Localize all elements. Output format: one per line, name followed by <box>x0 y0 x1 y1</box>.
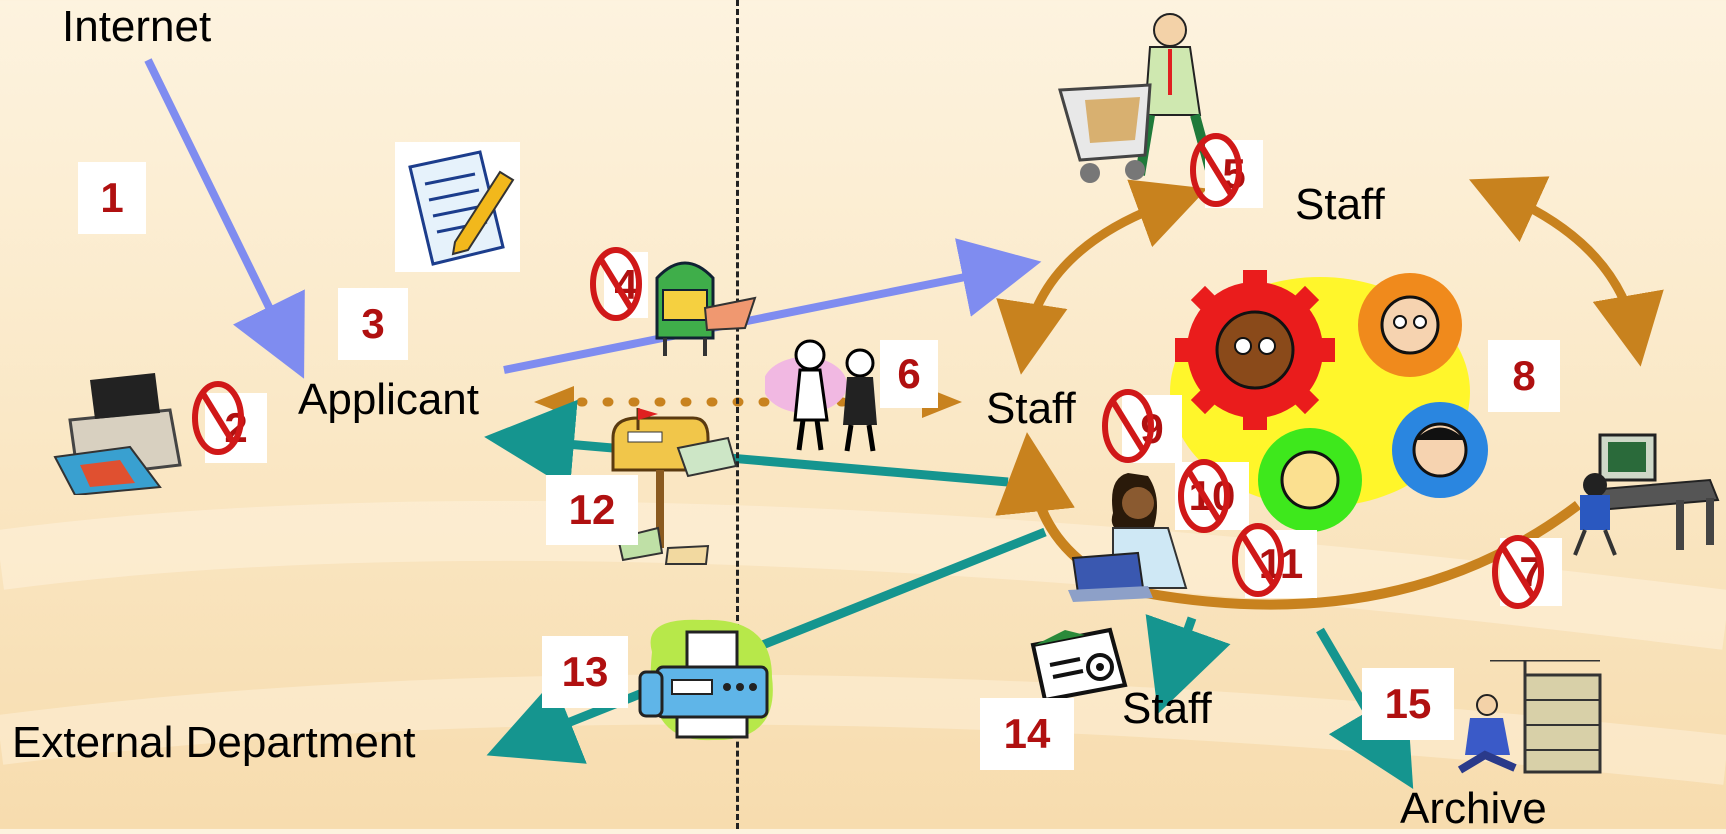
step-1: 1 <box>78 162 146 234</box>
label-external-department: External Department <box>12 718 416 767</box>
form-pencil-icon <box>395 142 520 272</box>
step-13: 13 <box>542 636 628 708</box>
boundary-line <box>736 0 739 829</box>
prohibition-icon <box>1102 389 1154 463</box>
prohibition-icon <box>590 247 642 321</box>
label-staff-mid: Staff <box>986 384 1076 433</box>
label-staff-bottom: Staff <box>1122 684 1212 733</box>
arrow-cycle-top-right <box>1469 176 1664 367</box>
arrow-to-staff-bottom <box>1145 614 1231 714</box>
fax-machine-icon <box>638 619 773 741</box>
label-archive: Archive <box>1400 784 1547 833</box>
step-8: 8 <box>1488 340 1560 412</box>
step-12: 12 <box>546 475 638 545</box>
step-14: 14 <box>980 698 1074 770</box>
team-gears-icon <box>1175 270 1488 532</box>
arrow-staff-to-applicant <box>484 399 1009 490</box>
staff-laptop-icon <box>1068 473 1188 602</box>
arrow-cycle-top-left <box>996 179 1208 375</box>
label-internet: Internet <box>62 2 212 51</box>
step-15: 15 <box>1362 668 1454 740</box>
meeting-people-icon <box>765 339 877 452</box>
prohibition-icon <box>1492 535 1544 609</box>
step-6: 6 <box>880 340 938 408</box>
prohibition-icon <box>1190 133 1242 207</box>
label-staff-top: Staff <box>1295 180 1385 229</box>
step-3: 3 <box>338 288 408 360</box>
archive-cabinet-icon <box>1457 660 1602 774</box>
label-applicant: Applicant <box>298 375 480 424</box>
prohibition-icon <box>1232 523 1284 597</box>
prohibition-icon <box>1178 459 1230 533</box>
arrow-cycle-bottom <box>995 432 1582 610</box>
arrow-internet-to-applicant <box>144 58 305 379</box>
printer-icon <box>53 373 182 495</box>
arrow-applicant-to-staff <box>503 238 1042 374</box>
email-card-icon <box>1030 627 1128 703</box>
mailbox-icon <box>655 261 757 356</box>
computer-desk-icon <box>1573 433 1720 556</box>
prohibition-icon <box>192 381 244 455</box>
